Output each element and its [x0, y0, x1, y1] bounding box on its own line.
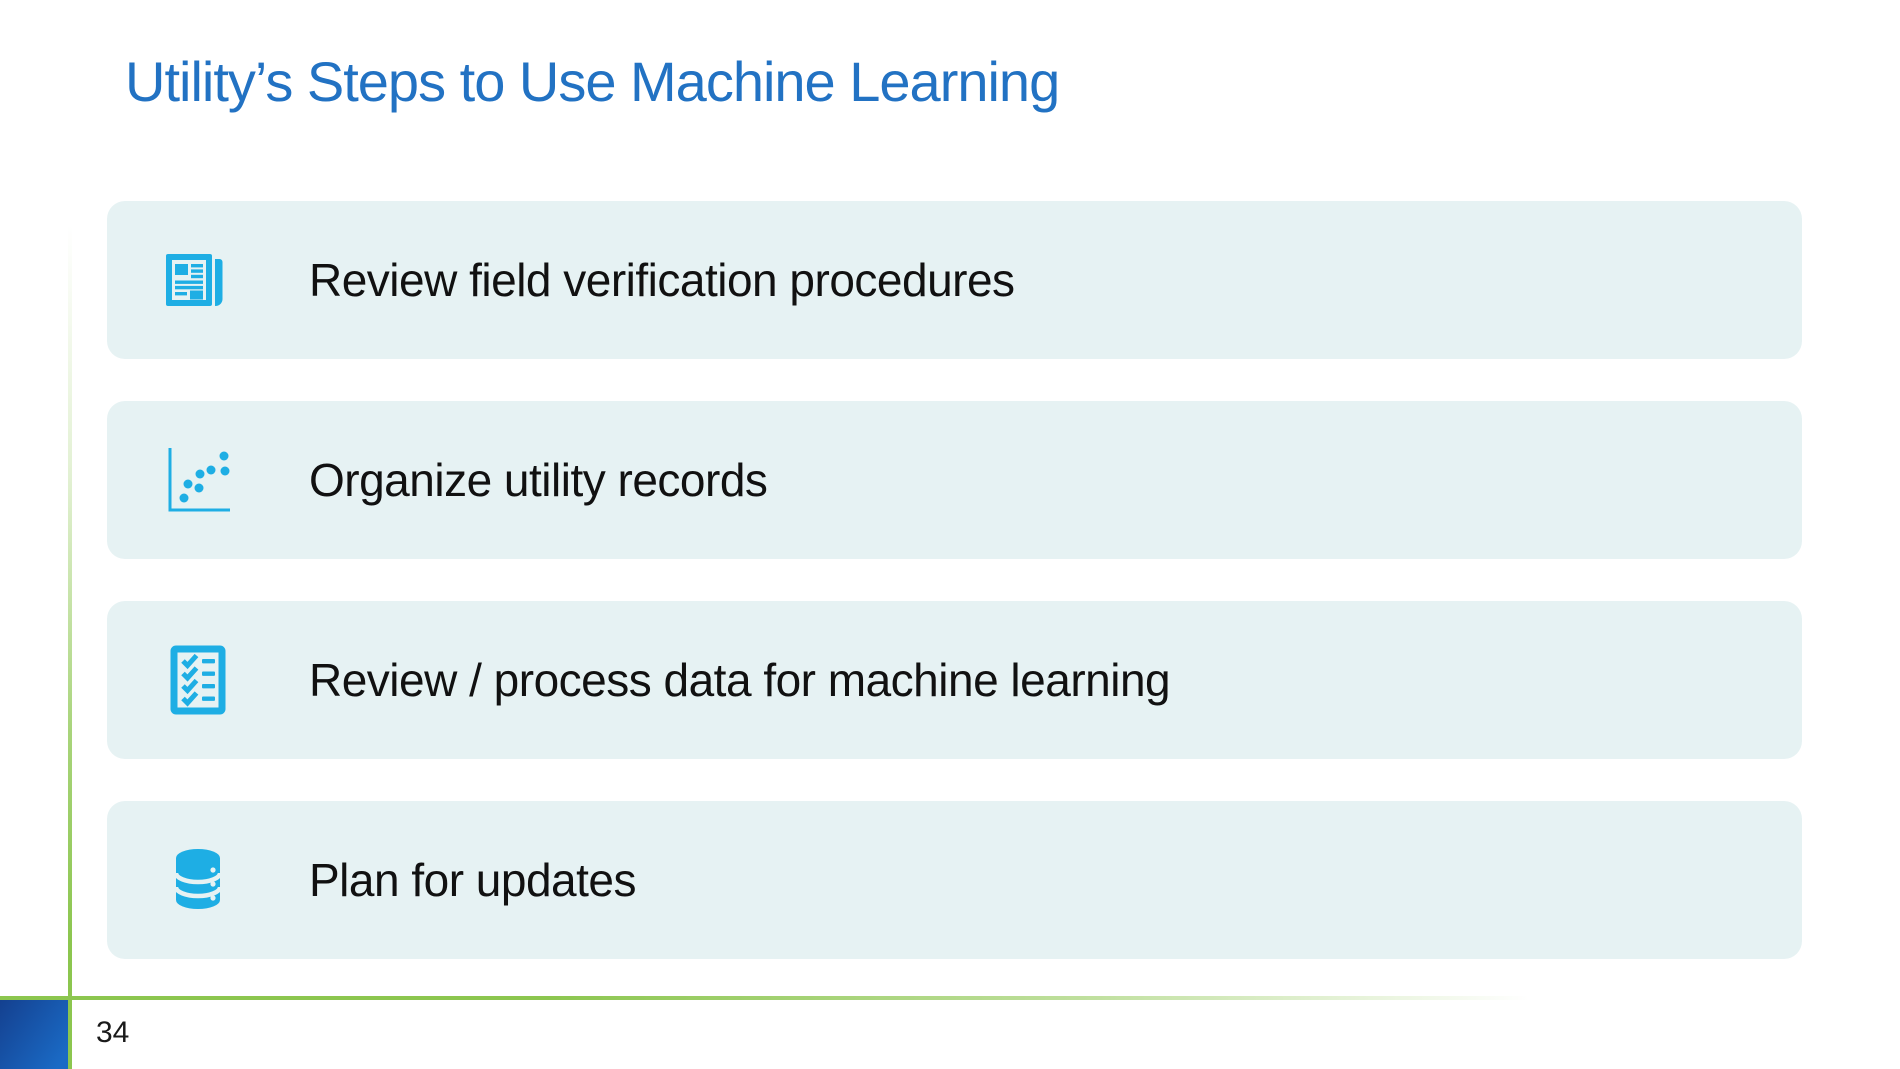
step-row-plan-for-updates: Plan for updates [107, 801, 1802, 959]
page-number: 34 [96, 1016, 130, 1049]
step-label: Organize utility records [309, 454, 768, 506]
step-label: Review / process data for machine learni… [309, 654, 1171, 706]
corner-accent-square [0, 999, 68, 1069]
step-row-organize-utility-records: Organize utility records [107, 401, 1802, 559]
slide-title: Utility’s Steps to Use Machine Learning [125, 50, 1060, 113]
accent-vertical-line [68, 225, 72, 1069]
step-row-review-process-data: Review / process data for machine learni… [107, 601, 1802, 759]
step-row-review-field-verification: Review field verification procedures [107, 201, 1802, 359]
database-icon [162, 844, 234, 916]
accent-horizontal-line [0, 996, 1560, 1000]
checklist-icon [162, 644, 234, 716]
step-label: Plan for updates [309, 854, 637, 906]
step-label: Review field verification procedures [309, 254, 1015, 306]
scatter-plot-icon [162, 444, 234, 516]
newspaper-icon [162, 244, 234, 316]
